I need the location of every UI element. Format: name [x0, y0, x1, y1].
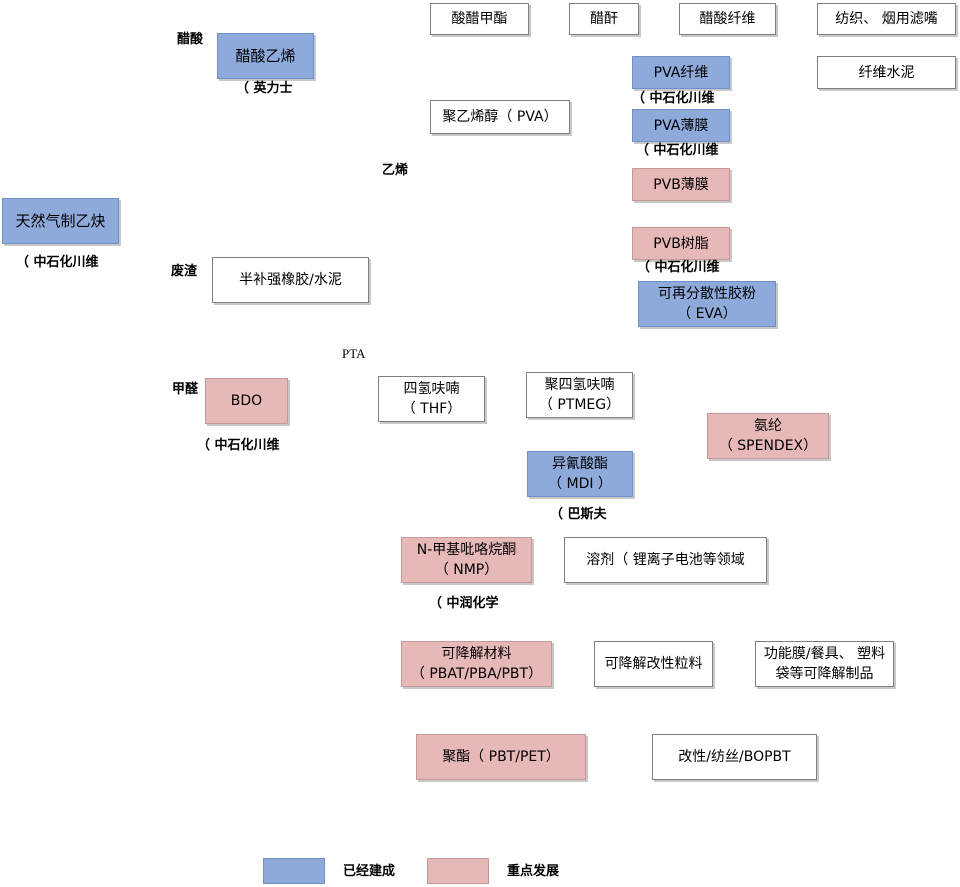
label-acetic-acid: 醋酸 — [177, 32, 204, 47]
node-label-line1: 可降解材料 — [441, 646, 512, 662]
node-label: 纤维水泥 — [858, 64, 915, 81]
node-label-line2: （ SPENDEX） — [718, 438, 818, 454]
node-label: 溶剂（ 锂离子电池等领域 — [586, 552, 745, 568]
node-degradable-material: 可降解材料 （ PBAT/PBA/PBT） — [401, 641, 552, 687]
node-spandex: 氨纶 （ SPENDEX） — [707, 413, 829, 459]
label-basf: （ 巴斯夫 — [550, 507, 607, 522]
node-modified-pellets: 可降解改性粒料 — [594, 641, 713, 687]
label-formaldehyde: 甲醛 — [172, 382, 199, 397]
label-runhua: （ 中润化学 — [429, 596, 499, 611]
label-invista: （ 英力士 — [236, 81, 293, 96]
node-label-line2: 袋等可降解制品 — [775, 666, 874, 682]
node-pva-fiber: PVA纤维 — [632, 56, 730, 89]
node-thf: 四氢呋喃 （ THF） — [378, 376, 485, 422]
label-zhongshi-pva: （ 中石化川维 — [632, 91, 715, 106]
node-label: 醋酸乙烯 — [235, 47, 296, 65]
node-label: 可降解改性粒料 — [604, 656, 703, 672]
node-label: 酸醋甲酯 — [451, 11, 508, 27]
legend-label-focus: 重点发展 — [507, 864, 560, 879]
node-label-line1: 氨纶 — [754, 418, 782, 434]
legend-label-built: 已经建成 — [343, 864, 396, 879]
node-label-line2: （ THF） — [401, 401, 462, 417]
node-label: PVA纤维 — [653, 64, 709, 81]
node-label: 醋酸纤维 — [699, 11, 756, 27]
node-label-line1: 四氢呋喃 — [403, 381, 460, 397]
node-label-line1: N-甲基吡咯烷酮 — [416, 542, 517, 558]
node-label: 半补强橡胶/水泥 — [239, 272, 342, 288]
label-waste: 废渣 — [171, 264, 198, 279]
node-acetic-anhydride: 醋酐 — [569, 3, 639, 35]
node-label: BDO — [230, 393, 263, 409]
node-pvb-resin: PVB树脂 — [632, 227, 730, 260]
node-textile-filter: 纺织、 烟用滤嘴 — [817, 3, 956, 35]
node-mdi: 异氰酸酯 （ MDI ） — [527, 451, 633, 497]
node-label: 改性/纺丝/BOPBT — [678, 749, 791, 765]
label-zhongshi-pvb: （ 中石化川维 — [637, 260, 720, 275]
node-label-line1: 功能膜/餐具、 塑料 — [763, 646, 886, 662]
node-label-line2: （ NMP） — [434, 562, 499, 578]
node-ptmeg: 聚四氢呋喃 （ PTMEG） — [526, 372, 633, 418]
node-natural-gas-acetylene: 天然气制乙炔 — [2, 198, 119, 244]
node-label: 醋酐 — [590, 11, 618, 27]
node-pva: 聚乙烯醇（ PVA） — [430, 100, 570, 134]
node-nmp: N-甲基吡咯烷酮 （ NMP） — [401, 537, 532, 583]
node-vinyl-acetate: 醋酸乙烯 — [217, 33, 314, 79]
node-degradable-products: 功能膜/餐具、 塑料 袋等可降解制品 — [755, 641, 894, 687]
node-fiber-cement: 纤维水泥 — [817, 56, 956, 89]
node-label: 聚酯（ PBT/PET） — [442, 749, 560, 765]
node-rubber-cement: 半补强橡胶/水泥 — [212, 257, 369, 303]
node-label-line2: （ MDI ） — [548, 476, 612, 492]
node-pvb-film: PVB薄膜 — [632, 168, 730, 201]
node-label: 纺织、 烟用滤嘴 — [835, 11, 938, 27]
node-label: PVA薄膜 — [653, 117, 709, 134]
node-label-line2: （ EVA） — [677, 306, 737, 322]
node-eva-powder: 可再分散性胶粉 （ EVA） — [638, 281, 776, 327]
node-label-line2: （ PTMEG） — [538, 397, 621, 413]
node-cellulose-acetate: 醋酸纤维 — [679, 3, 776, 35]
label-zhongshi-acetylene: （ 中石化川维 — [16, 255, 99, 270]
node-bopbt: 改性/纺丝/BOPBT — [652, 734, 817, 780]
node-label-line1: 可再分散性胶粉 — [658, 286, 756, 302]
node-pva-film: PVA薄膜 — [632, 109, 730, 142]
legend-swatch-focus — [427, 858, 489, 884]
node-label: 聚乙烯醇（ PVA） — [442, 109, 558, 125]
node-label: PVB薄膜 — [653, 176, 709, 193]
node-label-line2: （ PBAT/PBA/PBT） — [410, 666, 543, 682]
label-pta: PTA — [342, 346, 366, 361]
node-label: PVB树脂 — [653, 235, 709, 252]
node-methyl-acetate: 酸醋甲酯 — [430, 3, 529, 35]
node-polyester: 聚酯（ PBT/PET） — [416, 734, 586, 780]
legend-swatch-built — [263, 858, 325, 884]
label-ethylene: 乙烯 — [382, 163, 409, 178]
node-bdo: BDO — [205, 378, 288, 424]
label-zhongshi-pvafilm: （ 中石化川维 — [636, 143, 719, 158]
node-label: 天然气制乙炔 — [15, 212, 106, 230]
node-solvent-battery: 溶剂（ 锂离子电池等领域 — [564, 537, 767, 583]
node-label-line1: 聚四氢呋喃 — [544, 377, 615, 393]
label-zhongshi-bdo: （ 中石化川维 — [197, 438, 280, 453]
node-label-line1: 异氰酸酯 — [552, 456, 608, 472]
